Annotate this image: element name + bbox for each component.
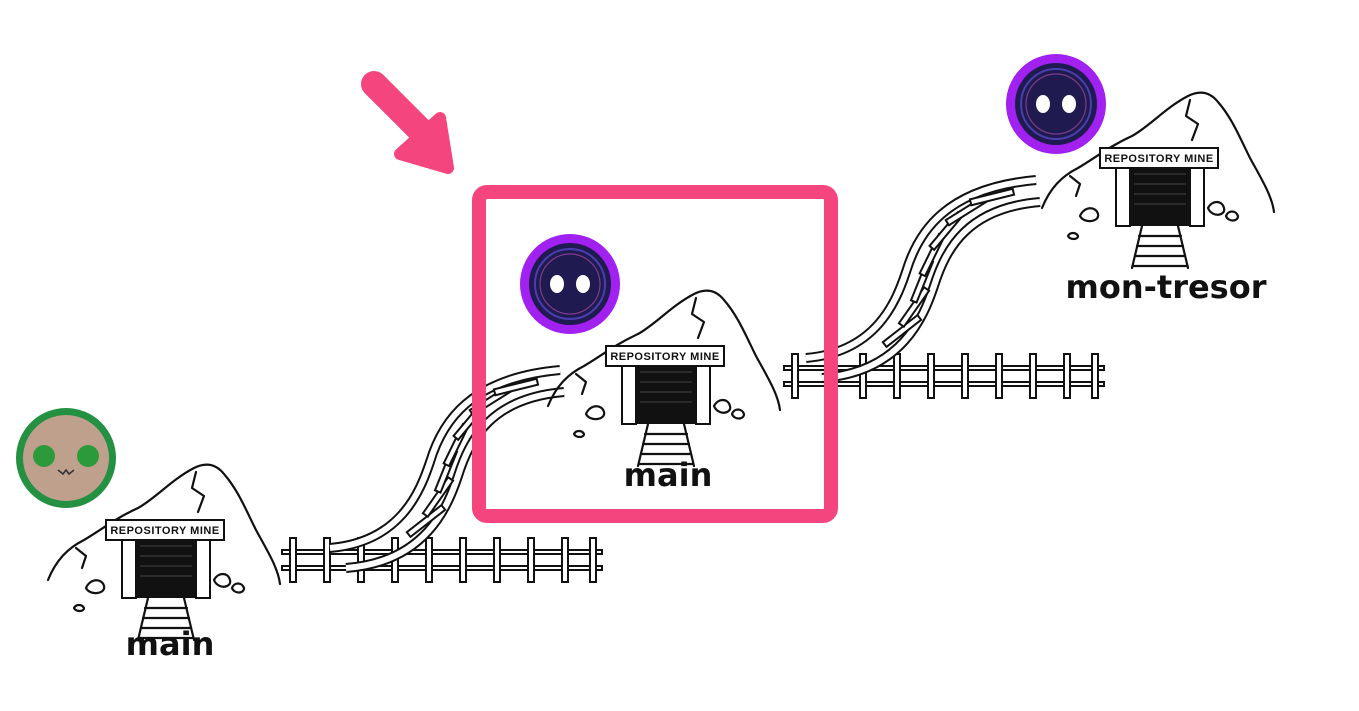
branch-label-mon-tresor: mon-tresor (1066, 268, 1267, 306)
dark-purple-avatar-icon (1005, 53, 1107, 155)
highlight-frame (472, 185, 838, 523)
green-smiling-avatar-icon (16, 408, 116, 508)
branch-label-main-left: main (126, 625, 215, 663)
mine-right: REPOSITORY MINE (1040, 91, 1276, 270)
rail-branch-upper (806, 180, 1040, 378)
branch-label-main-center: main (624, 456, 713, 494)
pink-arrow-icon (361, 71, 454, 174)
mine-sign: REPOSITORY MINE (1104, 153, 1213, 165)
mine-sign: REPOSITORY MINE (610, 351, 719, 363)
mine-sign: REPOSITORY MINE (110, 525, 219, 537)
mine-center: REPOSITORY MINE (546, 289, 782, 468)
mine-left: REPOSITORY MINE (46, 463, 282, 642)
dark-purple-avatar-icon (519, 233, 621, 335)
